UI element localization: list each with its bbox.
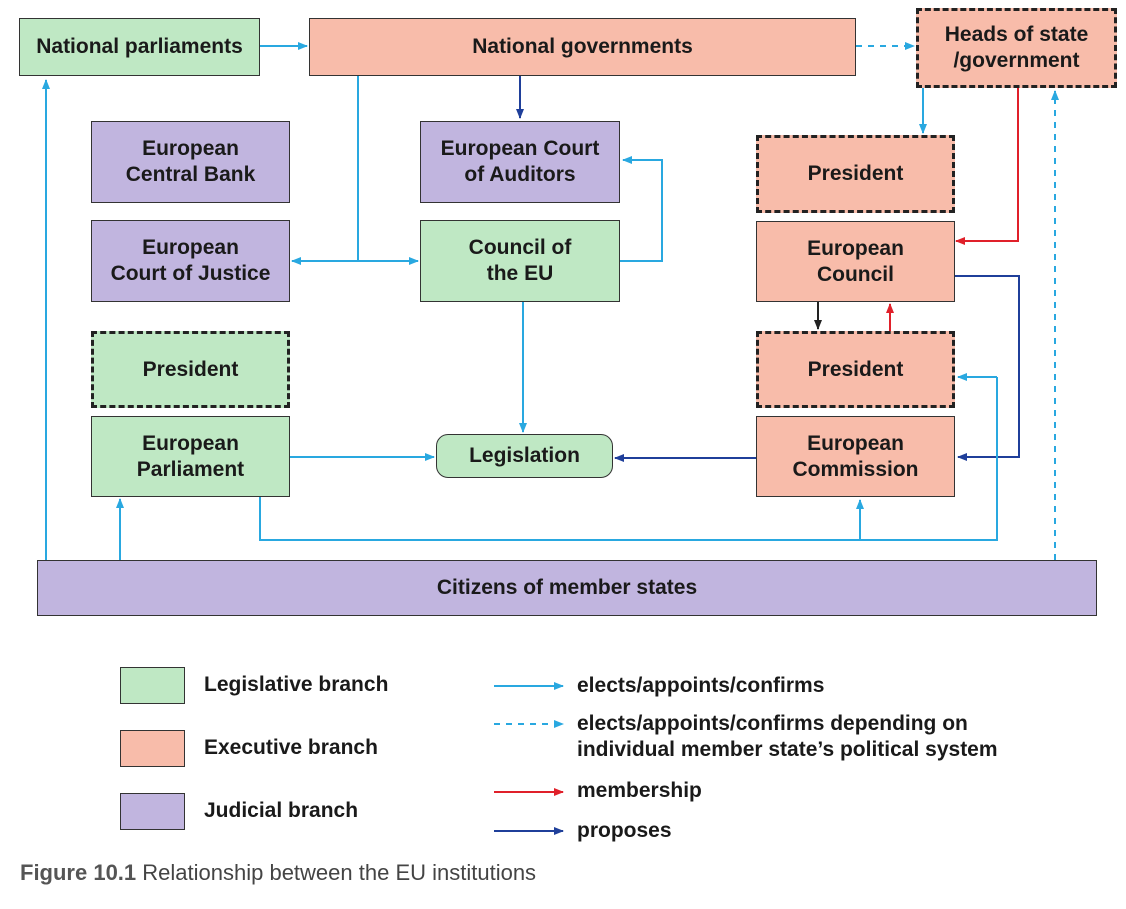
president-parliament-box: President — [91, 331, 290, 408]
legend-swatch-judicial — [120, 793, 185, 830]
european-parliament-box: European Parliament — [91, 416, 290, 497]
european-court-of-justice-box: European Court of Justice — [91, 220, 290, 302]
national-parliaments-box: National parliaments — [19, 18, 260, 76]
legend-swatch-legislative — [120, 667, 185, 704]
arrow-heads-membership — [955, 88, 1019, 245]
legislation-box: Legislation — [436, 434, 613, 478]
figure-caption: Figure 10.1 Relationship between the EU … — [20, 860, 536, 886]
council-of-eu-box: Council of the EU — [420, 220, 620, 302]
legend-label-judicial: Judicial branch — [204, 799, 359, 822]
president-council-box: President — [756, 135, 955, 213]
figure-number: Figure 10.1 — [20, 860, 137, 885]
legend-label-legislative: Legislative branch — [204, 673, 389, 696]
heads-of-state-box: Heads of state /government — [916, 8, 1117, 88]
legend-swatch-executive — [120, 730, 185, 767]
president-commission-box: President — [756, 331, 955, 408]
legend-label-proposes: proposes — [577, 819, 672, 842]
figure-caption-text: Relationship between the EU institutions — [136, 860, 537, 885]
european-commission-box: European Commission — [756, 416, 955, 497]
european-central-bank-box: European Central Bank — [91, 121, 290, 203]
legend-label-executive: Executive branch — [204, 736, 378, 759]
arrow-council-proposes-commission — [954, 275, 1020, 461]
legend-label-membership: membership — [577, 779, 702, 802]
line-parliament-bottom — [259, 377, 998, 541]
european-council-box: European Council — [756, 221, 955, 302]
citizens-box: Citizens of member states — [37, 560, 1097, 616]
arrow-council-to-auditors — [620, 156, 663, 262]
national-governments-box: National governments — [309, 18, 856, 76]
legend-label-elects-depending: elects/appoints/confirms depending on in… — [577, 712, 998, 761]
legend-label-elects: elects/appoints/confirms — [577, 674, 825, 697]
european-court-of-auditors-box: European Court of Auditors — [420, 121, 620, 203]
